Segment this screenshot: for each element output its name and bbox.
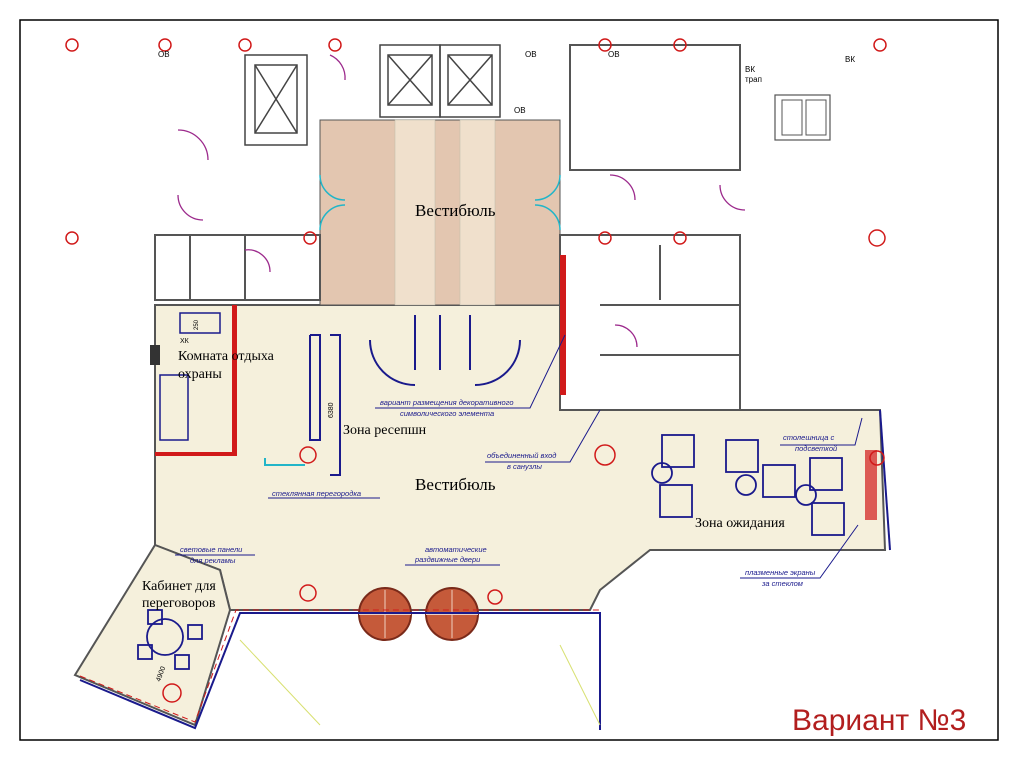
tag-ov-2: ОВ: [525, 50, 537, 59]
dim-4900: 4900: [155, 666, 167, 683]
columns: [65, 38, 887, 703]
equipment-box: [774, 94, 831, 141]
facade-glazing-red: [79, 609, 600, 723]
lower-lobby-label: Вестибюль: [415, 475, 496, 494]
auto-doors-note-1: автоматические: [425, 545, 487, 554]
wc-block-left: [154, 234, 321, 301]
counter-note-2: подсветкой: [795, 444, 838, 453]
desk: [179, 312, 221, 334]
site-line: [239, 639, 321, 726]
elevator-left: [244, 54, 308, 146]
reception-label: Зона ресепшн: [343, 423, 427, 438]
annotation-leaders: [175, 334, 863, 579]
waiting-label: Зона ожидания: [695, 516, 785, 531]
tag-trap: трап: [745, 75, 762, 84]
waiting-chairs: [651, 434, 845, 536]
upper-lobby-floor: [319, 119, 561, 306]
guard-room-label-2: охраны: [178, 367, 222, 382]
decor-note-1: вариант размещения декоративного: [380, 398, 514, 407]
combined-entry-note-2: в санузлы: [507, 462, 542, 471]
wc-red-strip: [560, 255, 566, 395]
reception-desk: [309, 334, 341, 476]
guard-room-red-wall: [232, 305, 237, 455]
combined-entry-note-1: объединенный вход: [487, 451, 556, 460]
facade-right: [879, 409, 891, 551]
drawing-frame: [19, 19, 999, 741]
light-panels-note-2: для рекламы: [190, 556, 236, 565]
equipment-box-inner: [805, 99, 827, 136]
glass-partition-note: стеклянная перегородка: [272, 489, 361, 498]
light-panels-note-1: световые панели: [180, 545, 243, 554]
tag-vk-1: ВК: [745, 65, 755, 74]
sofa: [159, 374, 189, 441]
tag-ov-4: ОВ: [608, 50, 620, 59]
equipment-box-inner: [781, 99, 803, 136]
tag-ov-1: ОВ: [158, 50, 170, 59]
guard-room: [154, 304, 236, 456]
upper-lobby-stripe: [459, 119, 496, 306]
meeting-table: [137, 609, 203, 670]
service-room: [569, 44, 741, 171]
facade-glazing: [79, 612, 601, 730]
wall-column: [150, 345, 160, 365]
dim-6380: 6380: [328, 402, 335, 418]
elevator-center-1: [379, 44, 441, 118]
tag-ov-3: ОВ: [514, 106, 526, 115]
elevator-center-2: [439, 44, 501, 118]
meeting-label-2: переговоров: [142, 596, 216, 611]
counter-note-1: столешница с: [783, 433, 834, 442]
meeting-label-1: Кабинет для: [142, 579, 216, 594]
guard-room-red-wall: [155, 452, 237, 456]
tag-vk-2: ВК: [845, 55, 855, 64]
wc-block-right: [559, 234, 741, 411]
variant-label: Вариант №3: [792, 704, 966, 737]
upper-lobby-stripe: [394, 119, 436, 306]
auto-doors-note-2: раздвижные двери: [414, 555, 481, 564]
glass-partition: [264, 458, 305, 466]
site-line: [559, 644, 601, 726]
door-swings: [177, 54, 746, 348]
dim-250: 250: [194, 319, 200, 330]
decor-note-2: символического элемента: [400, 409, 494, 418]
meeting-room-floor: [73, 543, 232, 727]
plasma-note-2: за стеклом: [761, 579, 803, 588]
tag-xk: ХК: [180, 338, 190, 345]
decor-element: [369, 315, 521, 386]
lit-counter: [865, 450, 877, 520]
guard-room-label-1: Комната отдыха: [178, 349, 275, 364]
upper-lobby-label: Вестибюль: [415, 201, 496, 220]
plasma-note-1: плазменные экраны: [745, 568, 816, 577]
glass-doors: [319, 174, 561, 231]
